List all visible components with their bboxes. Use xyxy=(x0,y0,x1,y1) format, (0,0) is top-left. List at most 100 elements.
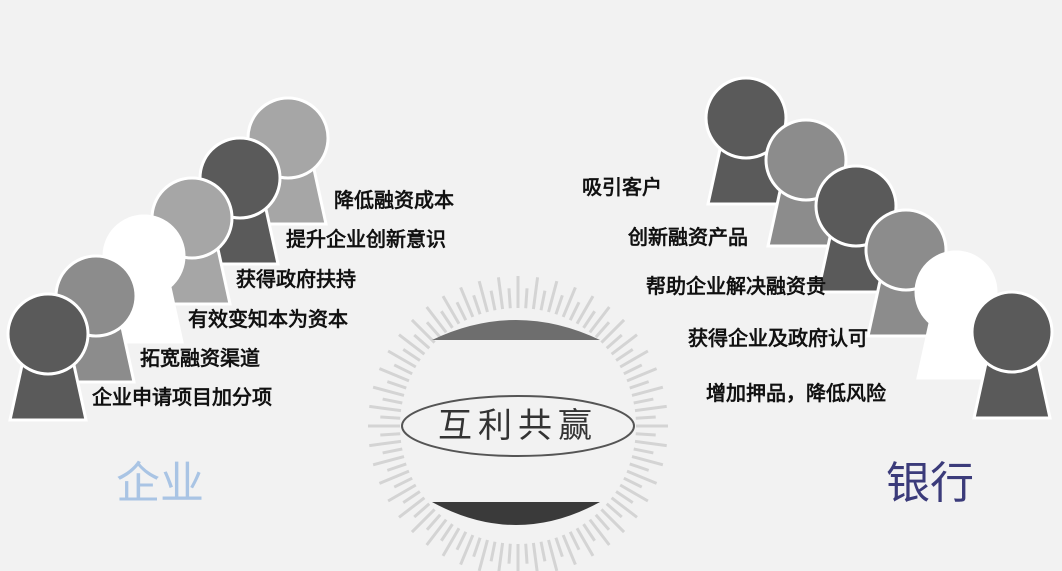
sunburst-ray xyxy=(619,483,649,503)
sunburst-ray xyxy=(402,348,421,362)
sunburst-ray xyxy=(561,286,577,318)
sunburst-ray xyxy=(633,447,654,455)
sunburst-ray xyxy=(425,518,448,546)
sunburst-ray xyxy=(497,542,505,571)
sunburst-ray xyxy=(378,367,410,383)
sunburst-ray xyxy=(634,439,667,448)
sunburst-ray xyxy=(380,415,401,420)
sunburst-ray xyxy=(378,469,410,485)
sunburst-ray xyxy=(472,294,482,315)
sunburst-ray xyxy=(568,531,581,551)
sunburst-ray xyxy=(626,469,658,485)
sunburst-ray xyxy=(554,537,564,558)
sunburst-ray xyxy=(507,288,512,309)
bank-benefit: 帮助企业解决融资贵 xyxy=(646,274,826,298)
sunburst-ray xyxy=(547,280,559,313)
sunburst-ray xyxy=(477,539,489,571)
sunburst-ray xyxy=(459,534,475,566)
enterprise-benefit: 获得政府扶持 xyxy=(236,267,356,291)
sunburst-ray xyxy=(633,397,654,405)
sunburst-ray xyxy=(600,318,626,344)
bank-benefit: 吸引客户 xyxy=(582,175,662,199)
sunburst-ray xyxy=(594,321,611,339)
sunburst-ray xyxy=(386,462,407,472)
sunburst-ray xyxy=(380,432,401,437)
bank-figures xyxy=(704,76,1054,420)
sunburst-ray xyxy=(635,432,656,437)
sunburst-ray xyxy=(561,534,577,566)
sunburst-ray xyxy=(425,321,442,339)
enterprise-benefit: 企业申请项目加分项 xyxy=(92,385,272,409)
sunburst-ray xyxy=(619,349,649,369)
person-silhouette xyxy=(6,292,90,422)
sunburst-ray xyxy=(393,476,413,489)
sunburst-ray xyxy=(594,513,611,531)
sunburst-ray xyxy=(387,483,417,503)
sunburst-ray xyxy=(539,541,547,562)
sunburst-ray xyxy=(568,301,581,321)
center-bottom-cap xyxy=(432,502,600,525)
sunburst-ray xyxy=(496,277,505,310)
sunburst-ray xyxy=(369,439,402,448)
sunburst-ray xyxy=(489,541,497,562)
sunburst-ray xyxy=(623,363,643,376)
sunburst-ray xyxy=(531,277,540,310)
sunburst-ray xyxy=(547,539,559,571)
enterprise-benefit: 提升企业创新意识 xyxy=(286,227,446,251)
sunburst-ray xyxy=(459,286,475,318)
sunburst-ray xyxy=(634,404,667,413)
sunburst-ray xyxy=(472,537,482,558)
sunburst-ray xyxy=(402,490,421,504)
sunburst-ray xyxy=(455,301,468,321)
sunburst-ray xyxy=(441,295,461,325)
bank-benefit: 创新融资产品 xyxy=(628,225,748,249)
sunburst-ray xyxy=(575,295,595,325)
sunburst-ray xyxy=(582,310,596,329)
sunburst-ray xyxy=(455,531,468,551)
sunburst-ray xyxy=(626,367,658,383)
enterprise-title: 企业 xyxy=(116,458,204,509)
sunburst-ray xyxy=(440,523,454,542)
sunburst-ray xyxy=(425,306,448,334)
person-silhouette xyxy=(970,290,1054,420)
sunburst-ray xyxy=(369,404,402,413)
sunburst-ray xyxy=(398,333,426,356)
sunburst-ray xyxy=(372,455,405,467)
sunburst-ray xyxy=(489,290,497,311)
sunburst-ray xyxy=(386,380,407,390)
person-silhouette xyxy=(704,76,788,206)
sunburst-ray xyxy=(629,462,650,472)
sunburst-ray xyxy=(477,280,489,313)
bank-benefit: 增加押品，降低风险 xyxy=(706,381,886,405)
sunburst-ray xyxy=(623,476,643,489)
sunburst-rays xyxy=(368,276,668,571)
sunburst-ray xyxy=(582,523,596,542)
sunburst-ray xyxy=(524,543,529,564)
sunburst-ray xyxy=(441,527,461,557)
enterprise-benefit: 有效变知本为资本 xyxy=(188,307,348,331)
sunburst-ray xyxy=(600,508,626,534)
sunburst-ray xyxy=(554,294,564,315)
bank-title: 银行 xyxy=(886,458,974,509)
bank-benefit: 获得企业及政府认可 xyxy=(688,326,868,350)
center-ellipse xyxy=(401,395,635,457)
sunburst-ray xyxy=(531,542,539,571)
sunburst-ray xyxy=(413,502,431,519)
enterprise-figures xyxy=(6,96,330,422)
sunburst-ray xyxy=(382,397,403,405)
sunburst-ray xyxy=(605,333,623,350)
sunburst-ray xyxy=(524,288,529,309)
sunburst-ray xyxy=(507,543,512,564)
sunburst-ray xyxy=(372,385,405,397)
sunburst-ray xyxy=(629,380,650,390)
sunburst-ray xyxy=(631,385,664,397)
sunburst-ray xyxy=(610,333,638,356)
sunburst-ray xyxy=(539,290,547,311)
sunburst-ray xyxy=(425,513,442,531)
sunburst-ray xyxy=(440,310,454,329)
sunburst-ray xyxy=(393,363,413,376)
sunburst-ray xyxy=(615,490,634,504)
sunburst-ray xyxy=(635,415,656,420)
sunburst-ray xyxy=(575,527,595,557)
